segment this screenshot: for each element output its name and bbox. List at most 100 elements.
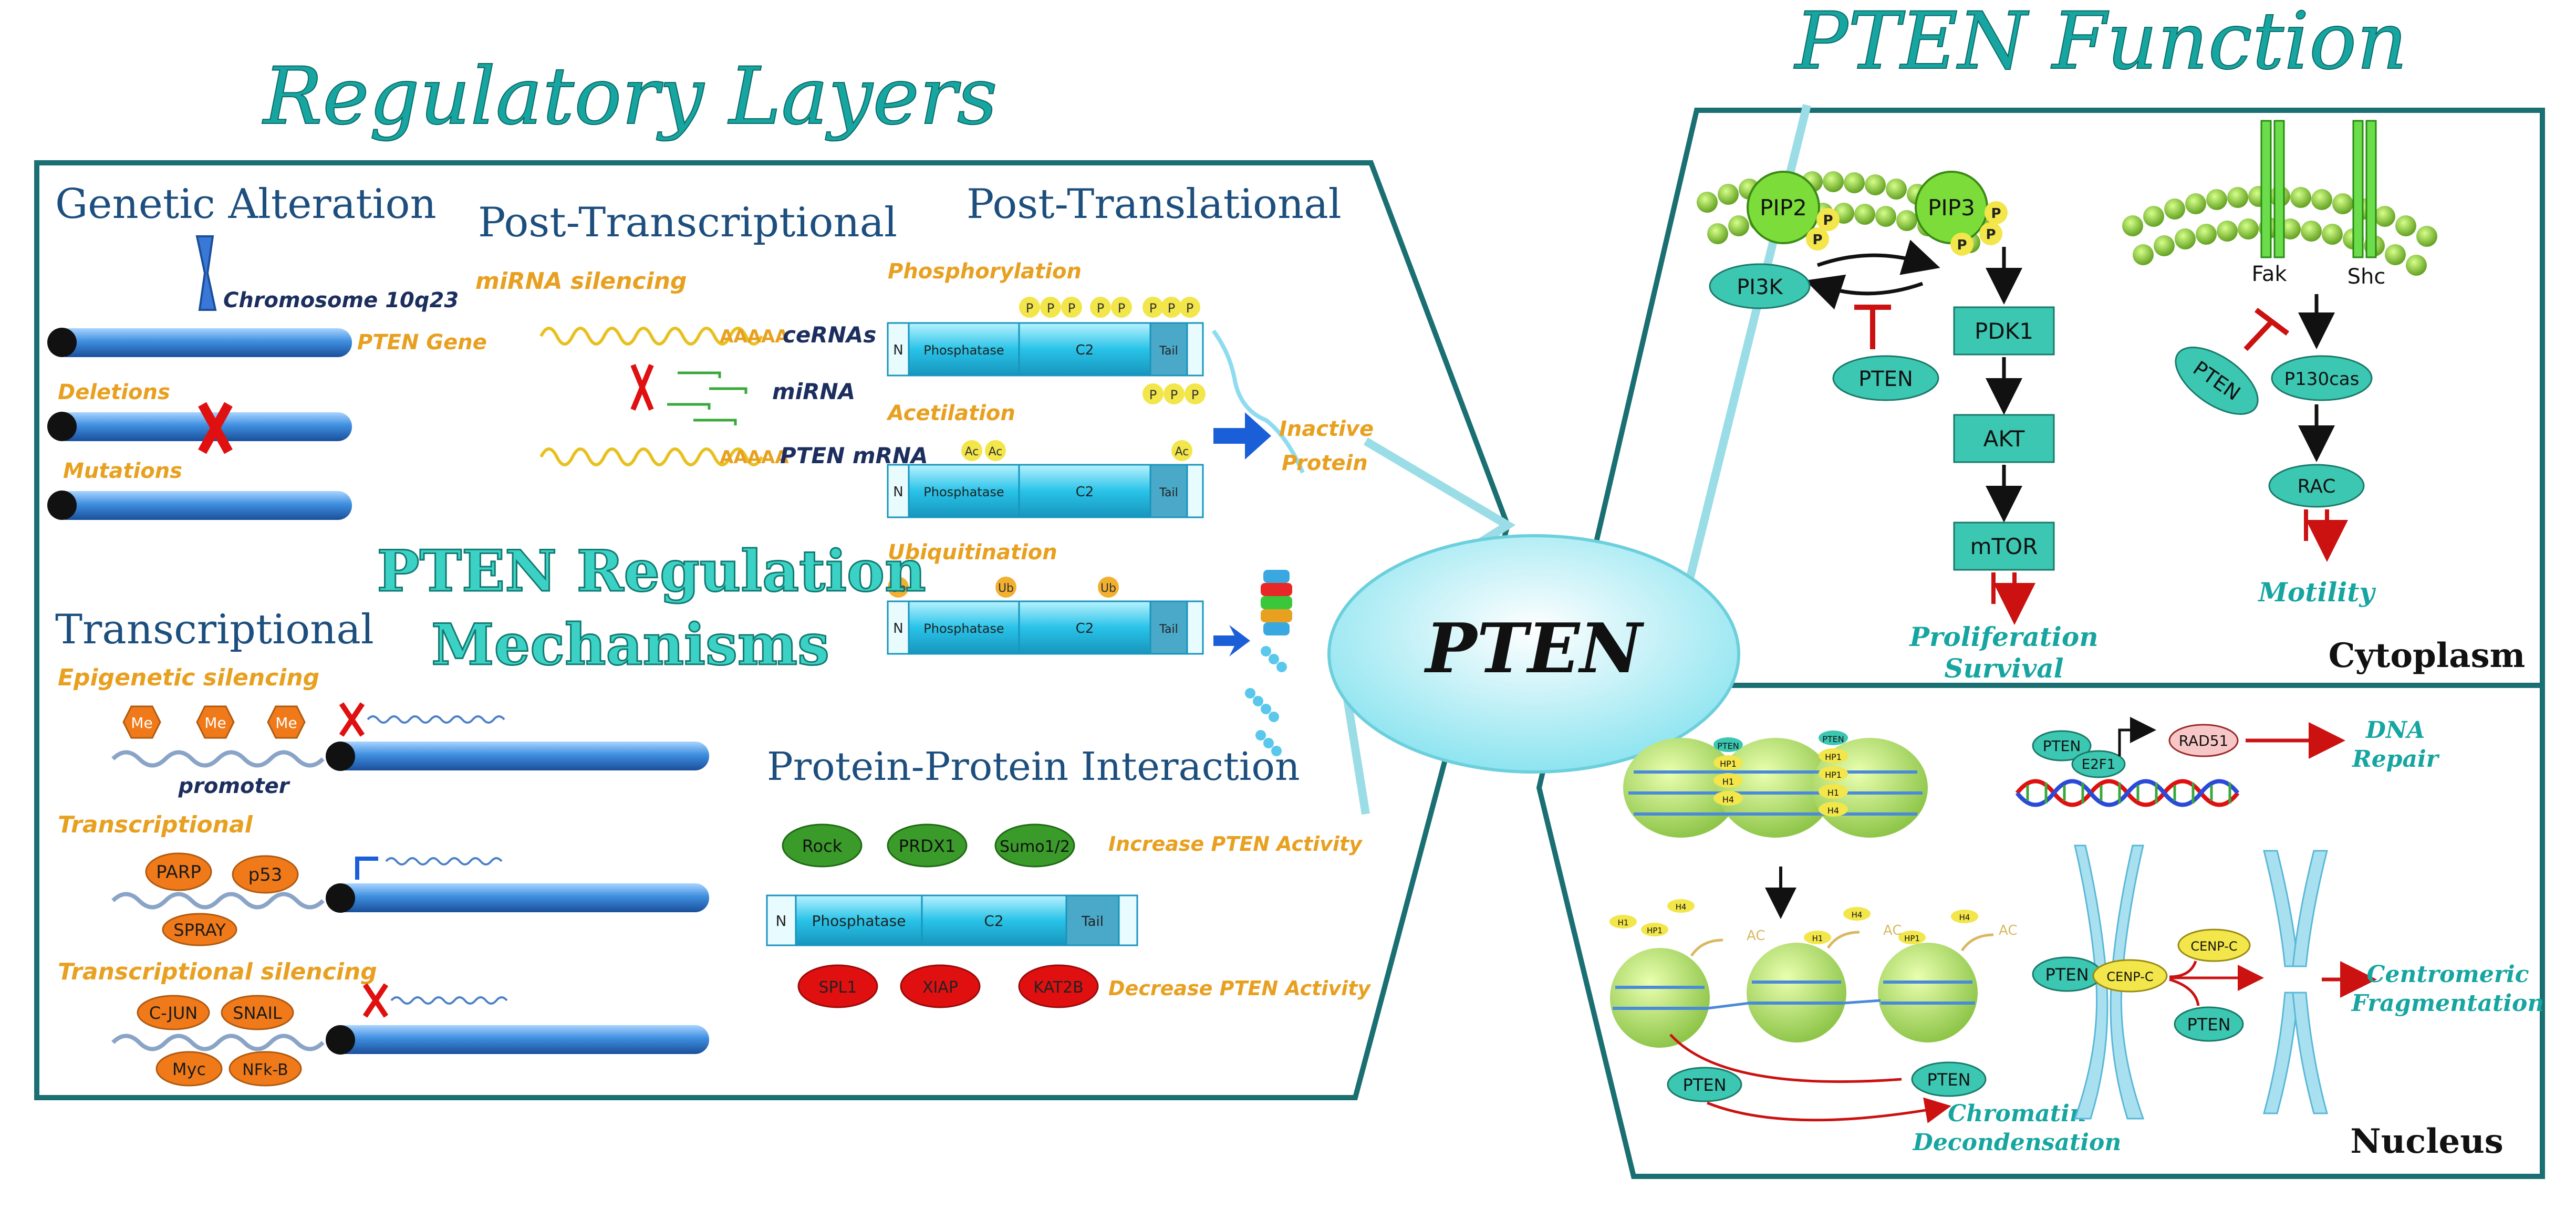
pten-node-cyto xyxy=(1832,355,1939,401)
regulatory-layers-title: Regulatory Layers xyxy=(262,51,998,142)
center-title-line1: PTEN Regulation xyxy=(377,538,926,604)
pip2-to-pip3-arrow xyxy=(1816,239,1940,275)
chromosome-fragmented xyxy=(2263,850,2328,1114)
svg-text:P: P xyxy=(1026,301,1033,316)
decondensation-label: Decondensation xyxy=(1912,1129,2122,1156)
svg-text:SPL1: SPL1 xyxy=(819,978,857,997)
svg-text:PTEN: PTEN xyxy=(1717,741,1739,751)
svg-text:H1: H1 xyxy=(1618,918,1629,927)
rac-output-arrows xyxy=(2306,509,2327,541)
svg-text:PTEN: PTEN xyxy=(1927,1070,1971,1090)
gene-bar-cap xyxy=(326,883,355,913)
svg-text:SPRAY: SPRAY xyxy=(173,920,226,940)
svg-text:Ub: Ub xyxy=(1100,582,1116,595)
svg-text:P: P xyxy=(1149,301,1157,316)
svg-text:PTEN: PTEN xyxy=(1683,1075,1727,1095)
svg-text:P: P xyxy=(1168,301,1175,316)
post-translational-section: Post-Translational Phosphorylation N Pho… xyxy=(886,181,1374,756)
ppi-section: Protein-Protein Interaction Rock PRDX1 S… xyxy=(766,744,1372,1008)
phospho-sites: P P P P P P P P P P P xyxy=(1019,297,1206,404)
genetic-alteration-section: Genetic Alteration Chromosome 10q23 PTEN… xyxy=(47,181,487,520)
svg-text:N: N xyxy=(893,484,903,500)
proteasome-arrow xyxy=(1213,625,1250,656)
svg-text:HP1: HP1 xyxy=(1720,759,1737,769)
pten-gene-label: PTEN Gene xyxy=(357,330,487,354)
rac-label: RAC xyxy=(2298,476,2336,497)
pten-gene-bar xyxy=(53,328,352,357)
svg-text:P: P xyxy=(1047,301,1054,316)
gene-bar-cap xyxy=(326,742,355,771)
decondensed-chromatin xyxy=(1610,931,1994,1048)
svg-text:SNAIL: SNAIL xyxy=(233,1003,282,1023)
svg-text:PTEN: PTEN xyxy=(2043,737,2081,755)
svg-text:Ac: Ac xyxy=(965,445,979,458)
svg-text:P: P xyxy=(1957,237,1967,253)
activators: Rock PRDX1 Sumo1/2 xyxy=(782,823,1075,868)
pten-node-free xyxy=(2174,1006,2244,1042)
ac-mark-1: AC xyxy=(1747,928,1765,944)
pten-inhibit-pi3k xyxy=(1854,305,1891,349)
transcriptional-silencing-label: Transcriptional silencing xyxy=(58,958,377,985)
dna-label: DNA xyxy=(2365,717,2425,744)
svg-text:H4: H4 xyxy=(1722,795,1734,805)
chromatin-label: Chromatin xyxy=(1948,1100,2086,1127)
pten-protein-ubiq: N Phosphatase C2 Tail xyxy=(887,600,1204,655)
ac-mark-3: AC xyxy=(1999,923,2017,938)
motility-label: Motility xyxy=(2258,577,2376,608)
post-transcriptional-section: Post-Transcriptional miRNA silencing AAA… xyxy=(475,199,928,468)
svg-text:NFk-B: NFk-B xyxy=(242,1061,288,1079)
pip2-p-site xyxy=(1806,227,1829,251)
proliferation-label: Proliferation xyxy=(1908,621,2098,652)
mirna-strands xyxy=(667,371,747,425)
chromatin-output-arrows xyxy=(1669,1034,1938,1120)
svg-text:P: P xyxy=(1991,206,2001,222)
svg-text:Tail: Tail xyxy=(1159,486,1178,499)
pip3-to-pip2-arrow xyxy=(1805,274,1924,310)
epigenetic-label: Epigenetic silencing xyxy=(58,664,319,691)
gene-bar-cap xyxy=(47,328,77,357)
deletion-gene-bar xyxy=(53,412,352,441)
promoter-dna-2 xyxy=(111,892,325,910)
svg-text:Ub: Ub xyxy=(890,582,906,595)
svg-text:P: P xyxy=(1149,388,1157,402)
pten-label-cyto: PTEN xyxy=(1858,367,1913,391)
survival-label: Survival xyxy=(1944,653,2063,684)
promoter-dna-3 xyxy=(111,1034,325,1051)
gene-bar-3 xyxy=(331,1025,709,1054)
cernas-label: ceRNAs xyxy=(783,322,876,348)
cytoplasm-panel: PIP2 P P PIP3 P P P PI3K PTEN PDK1 AKT m… xyxy=(1697,120,2525,684)
mutations-label: Mutations xyxy=(63,459,182,483)
pten-protein-acetyl: N Phosphatase C2 Tail xyxy=(887,464,1204,518)
p130cas-node xyxy=(2271,355,2373,401)
pten-node-fak xyxy=(2175,347,2259,415)
mutation-gene-bar xyxy=(53,491,352,520)
centromeric-label: Centromeric xyxy=(2366,961,2529,988)
chromatin-marks-top: PTEN HP1 H1 H4 PTEN HP1 HP1 H1 H4 xyxy=(1713,731,1848,817)
svg-text:P: P xyxy=(1812,232,1822,248)
decrease-activity-label: Decrease PTEN Activity xyxy=(1108,977,1372,1000)
svg-text:C2: C2 xyxy=(1076,621,1094,637)
svg-text:H1: H1 xyxy=(1722,777,1734,787)
mrna-polya: AAAAA xyxy=(720,447,789,468)
svg-text:P: P xyxy=(1118,301,1125,316)
left-frame xyxy=(34,160,1511,1100)
transcriptional-sublabel: Transcriptional xyxy=(58,811,253,838)
nucleus-label: Nucleus xyxy=(2350,1122,2504,1161)
svg-text:Rock: Rock xyxy=(802,836,843,856)
pten-hub-label: PTEN xyxy=(1424,608,1645,689)
svg-text:H4: H4 xyxy=(1852,910,1863,920)
pip2-node xyxy=(1747,171,1820,244)
pten-protein-ppi: N Phosphatase C2 Tail xyxy=(766,894,1138,946)
transcript-wave-2 xyxy=(385,857,503,865)
mtor-label: mTOR xyxy=(1970,534,2038,559)
increase-activity-label: Increase PTEN Activity xyxy=(1108,832,1363,856)
tss-arrow-icon xyxy=(355,857,378,880)
deletions-label: Deletions xyxy=(58,380,170,404)
ac-mark-2: AC xyxy=(1883,923,1902,938)
pip3-p-site xyxy=(1985,201,2008,224)
transcription-factors-1: PARP p53 SPRAY xyxy=(145,852,299,946)
svg-text:p53: p53 xyxy=(248,864,283,885)
svg-text:E2F1: E2F1 xyxy=(2082,757,2115,773)
rac-node xyxy=(2268,464,2365,508)
nucleosome-cluster xyxy=(1623,738,1928,838)
